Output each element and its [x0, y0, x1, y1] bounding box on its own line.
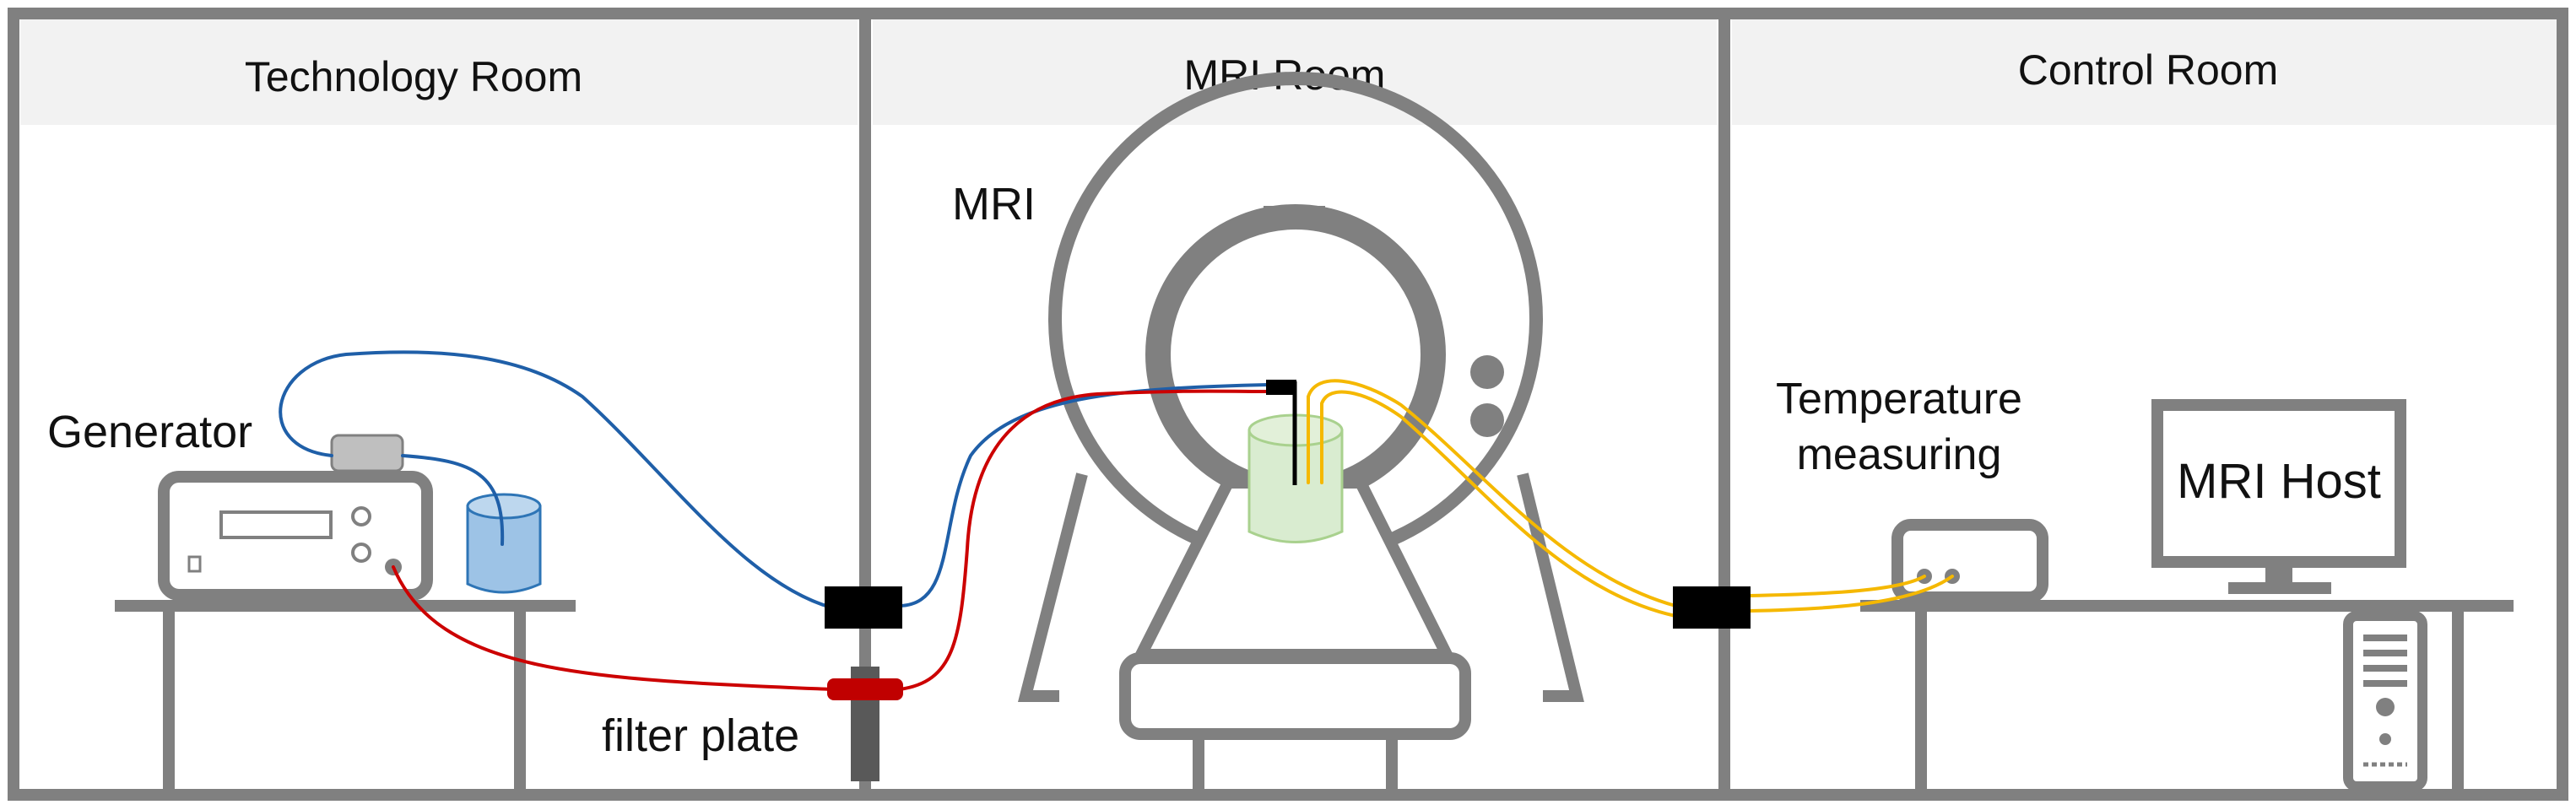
mri-host-label: MRI Host [2177, 454, 2381, 509]
mri-scanner [1017, 72, 1584, 790]
fiber-optic-1 [1307, 379, 1677, 608]
generator-device [158, 434, 433, 601]
mri-button-top [1470, 355, 1504, 389]
pc-drive-4 [2363, 680, 2407, 687]
generator-knob-bottom [351, 543, 371, 563]
blue-cable-mri [898, 383, 1269, 608]
filter-plate [827, 667, 903, 781]
generator-knob-top [351, 506, 371, 526]
water-beaker [466, 493, 542, 594]
pc-drive-3 [2363, 665, 2407, 672]
mri-button-bottom [1470, 403, 1504, 437]
probe-connector [1266, 380, 1296, 395]
pc-drive-1 [2363, 634, 2407, 641]
header-band-mri [873, 19, 1717, 125]
generator-display [219, 510, 333, 539]
temperature-device-body [1891, 519, 2048, 603]
filter-plate-rf-feedthrough [827, 678, 903, 700]
mri-label: MRI [952, 179, 1036, 230]
filter-plate-label: filter plate [602, 710, 799, 761]
beaker-rim [466, 493, 542, 520]
beaker-body [466, 505, 542, 594]
temperature-label-line2: measuring [1797, 430, 2002, 479]
tech-table [115, 600, 576, 790]
control-desk [1860, 600, 2514, 790]
rf-cable-mri [898, 389, 1269, 691]
temperature-label-line1: Temperature [1776, 375, 2022, 424]
blue-cable-beaker [401, 454, 505, 546]
pc-power-button [2376, 698, 2395, 716]
mri-patient-table [1119, 652, 1471, 740]
outer-frame [8, 8, 2568, 801]
pc-drive-2 [2363, 650, 2407, 656]
header-band-control [1732, 19, 2557, 125]
phantom-body [1247, 429, 1344, 543]
rf-cable-tech [392, 565, 833, 691]
fiber-optic-4 [1747, 575, 1954, 613]
cables [279, 350, 1954, 691]
monitor-base [2228, 582, 2331, 594]
fiber-optic-3 [1747, 575, 1926, 597]
mri-stand-left [1017, 472, 1088, 702]
header-bands [20, 19, 2557, 125]
fiber-optic-2 [1320, 390, 1677, 618]
wall-connector-mri-control [1673, 586, 1751, 629]
temperature-device [1891, 519, 2048, 603]
generator-label: Generator [47, 407, 252, 457]
generator-top-module [330, 434, 404, 472]
blue-cable-main [279, 350, 833, 609]
wall-connector-tech-mri [825, 586, 902, 629]
room-walls [8, 8, 2568, 801]
generator-switch [187, 555, 202, 573]
monitor-neck [2265, 562, 2292, 582]
pc-led [2379, 733, 2391, 745]
header-band-technology [20, 19, 858, 125]
room-title-control: Control Room [2018, 46, 2278, 94]
room-title-technology: Technology Room [245, 53, 582, 100]
mri-stand-right [1517, 472, 1584, 702]
mri-top-indicator [1264, 206, 1325, 230]
mri-host-computer [2151, 399, 2427, 791]
